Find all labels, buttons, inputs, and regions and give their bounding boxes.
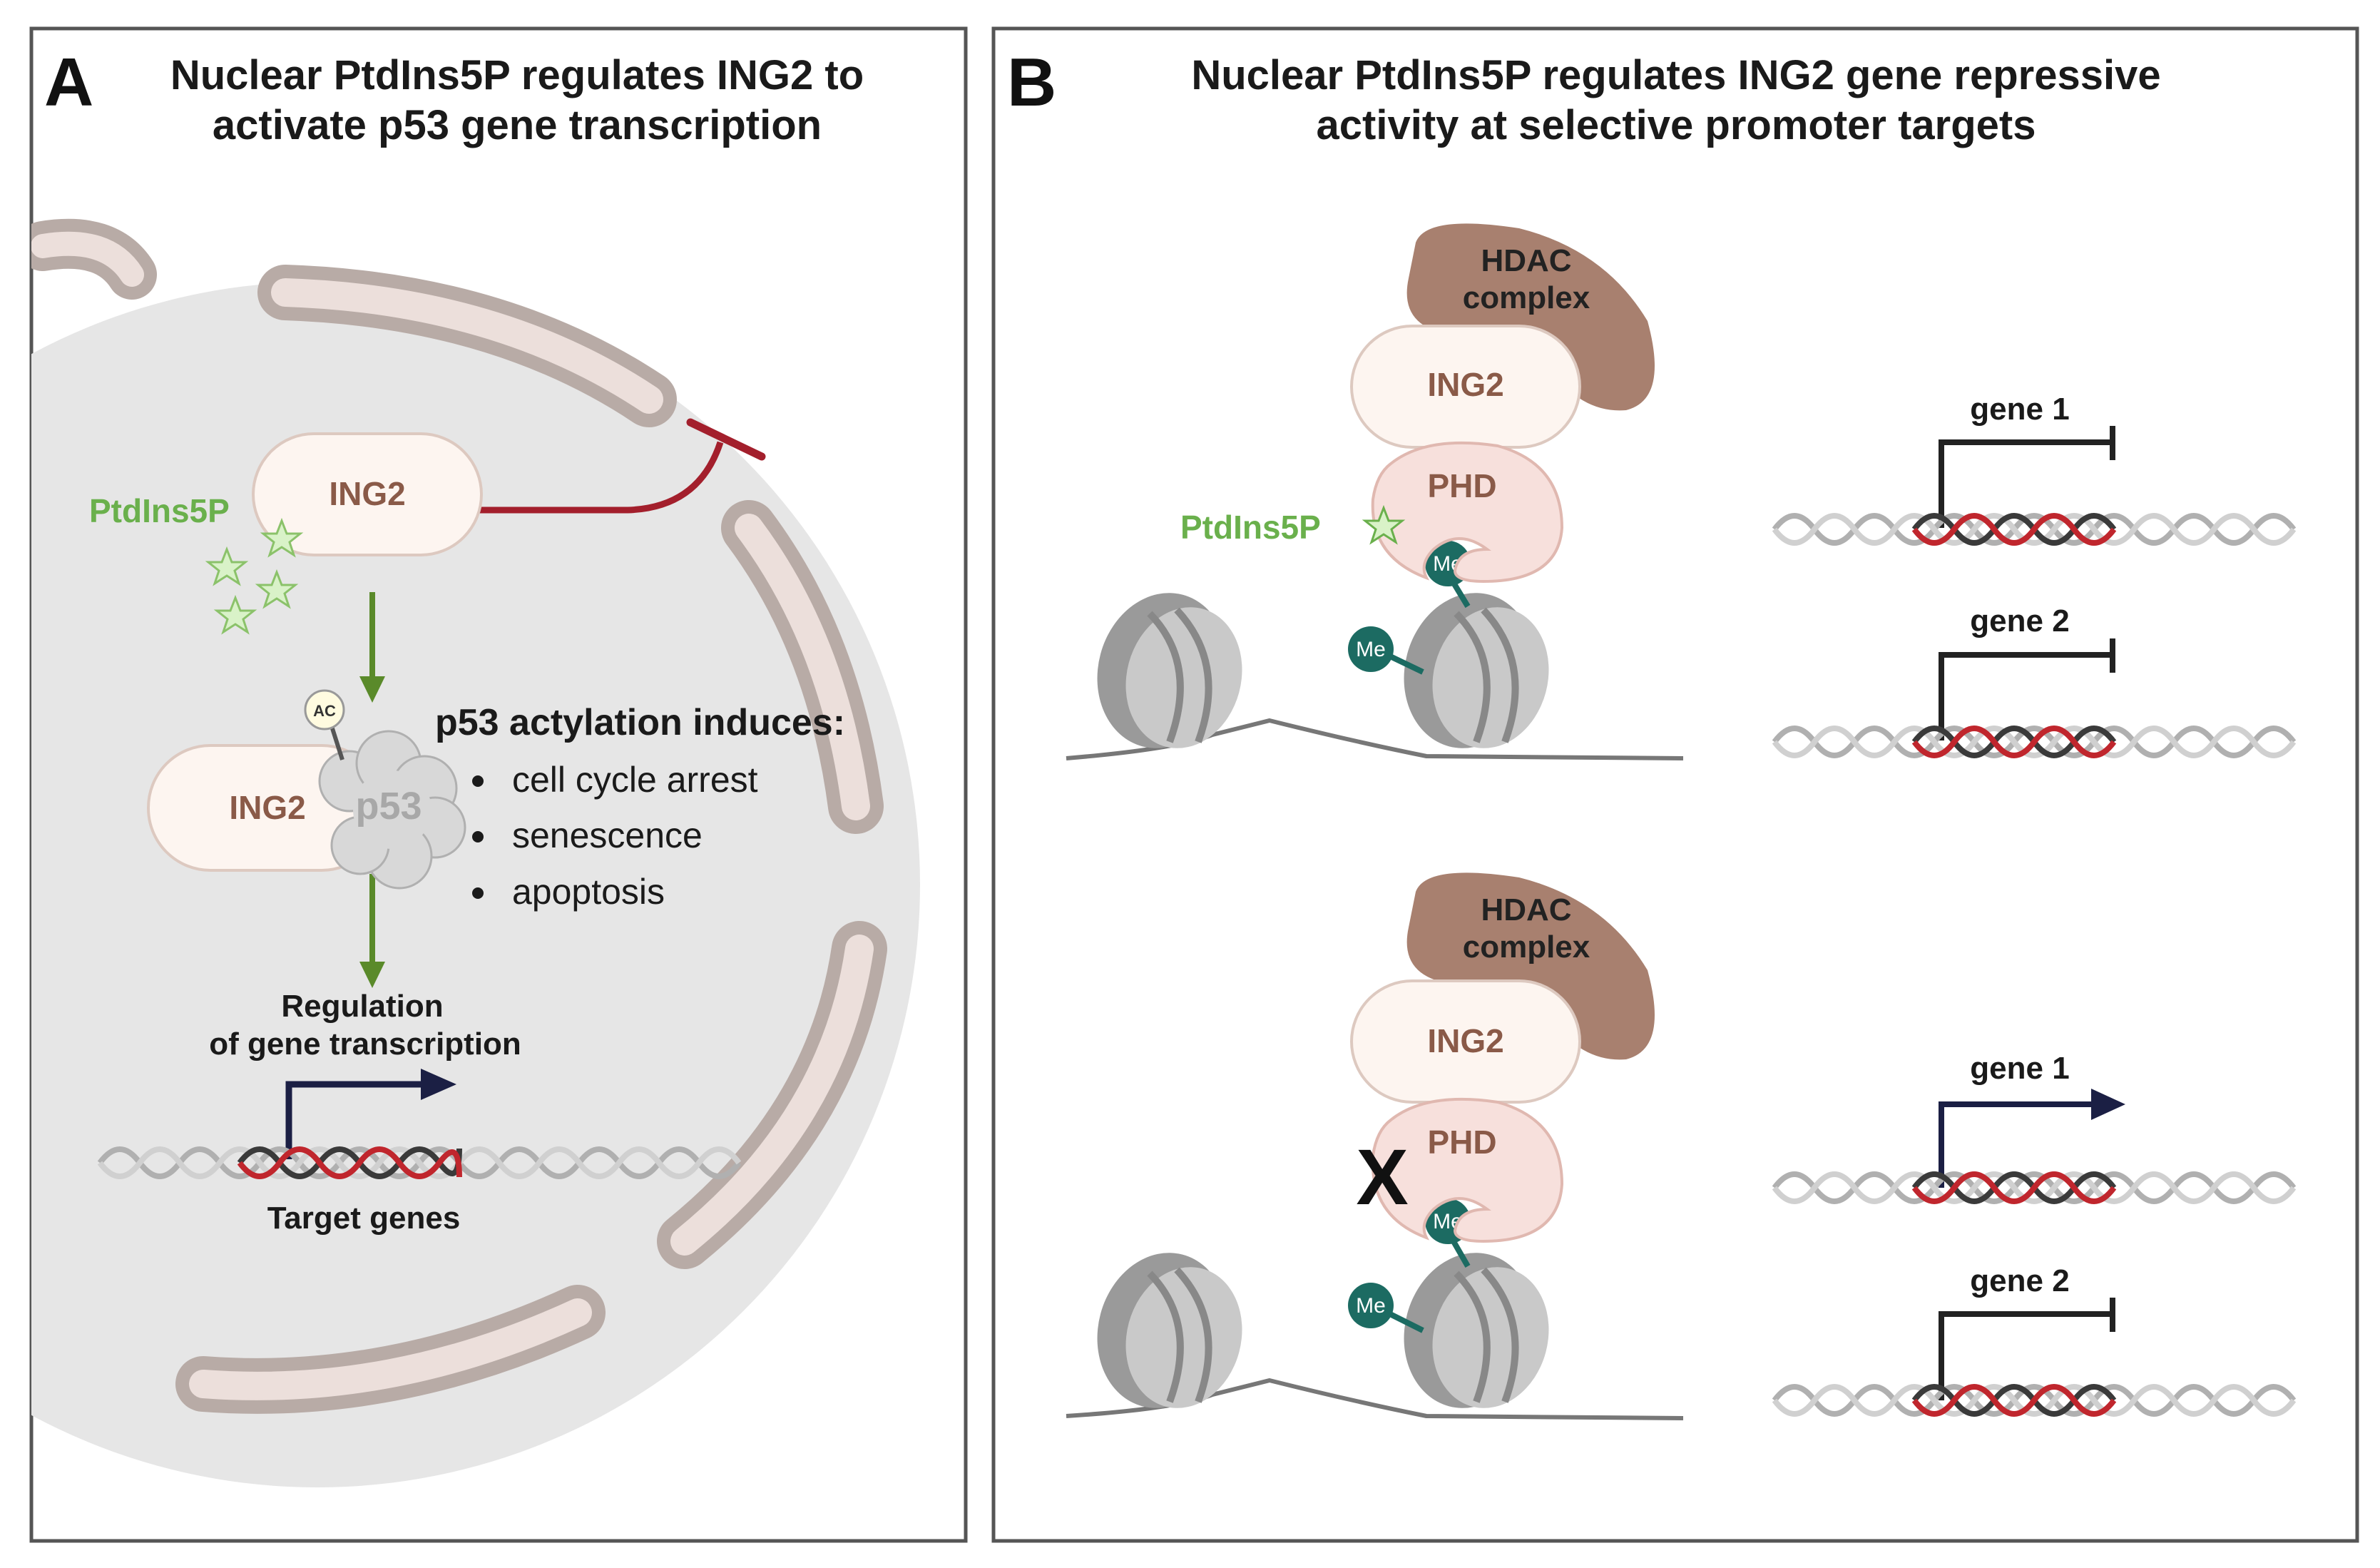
nucleosome-top-1	[1097, 593, 1242, 748]
hdac-complex-bottom	[1406, 872, 1655, 1060]
transcription-arrow	[285, 1069, 456, 1159]
gene-1-label-bottom: gene 1	[1970, 1051, 2069, 1086]
effects-list: cell cycle arrest senescence apoptosis	[472, 760, 758, 912]
ing2-label-top: ING2	[329, 475, 405, 512]
blocked-mark: X	[1356, 1134, 1408, 1221]
p53-protein	[318, 730, 466, 890]
panel-b-letter: B	[1007, 44, 1056, 121]
nucleosome-bottom-2	[1404, 1253, 1549, 1408]
inhibition-line	[471, 441, 724, 514]
panel-a-title-line1: Nuclear PtdIns5P regulates ING2 to	[170, 52, 864, 98]
regulation-label-line2: of gene transcription	[209, 1027, 521, 1062]
acetyl-tag	[304, 689, 345, 730]
panel-b-title-line2: activity at selective promoter targets	[1317, 102, 2036, 148]
effect-item: cell cycle arrest	[512, 760, 758, 800]
gene-2-label-bottom: gene 2	[1970, 1263, 2069, 1298]
effect-item: apoptosis	[512, 872, 665, 912]
scenario-bottom: Me Me HDAC complex ING2 PHD X gene 1 gen…	[1066, 872, 2297, 1420]
panel-a-letter: A	[44, 44, 93, 121]
dna-helix-a	[97, 1146, 742, 1179]
phd-label-top: PHD	[1427, 467, 1496, 504]
nuclear-envelope	[31, 218, 887, 1414]
nucleus-scene: ING2 PtdIns5P ING2 p53	[31, 218, 920, 1487]
gene-2-bottom: gene 2	[1772, 1263, 2297, 1417]
ing2-label-b-bottom: ING2	[1427, 1022, 1503, 1059]
effect-item: senescence	[512, 815, 703, 855]
gene-1-bottom: gene 1	[1772, 1051, 2297, 1204]
nucleosome-bottom-1	[1097, 1253, 1242, 1408]
gene-2-label-top: gene 2	[1970, 604, 2069, 638]
phd-label-bottom: PHD	[1427, 1124, 1496, 1161]
methyl-mark-top-2	[1348, 626, 1394, 672]
hdac-complex-top	[1406, 223, 1655, 411]
phd-domain-bottom	[1371, 1097, 1564, 1243]
ptdins5p-label-b: PtdIns5P	[1180, 509, 1321, 546]
nucleus	[31, 282, 920, 1487]
nucleosome-top-2	[1404, 593, 1549, 748]
hdac-label-top-2: complex	[1463, 280, 1590, 315]
regulation-label-line1: Regulation	[281, 989, 443, 1024]
panel-a-title-line2: activate p53 gene transcription	[213, 102, 822, 148]
methyl-mark-bottom-2	[1348, 1283, 1394, 1328]
ptdins5p-star-icon	[1362, 504, 1406, 545]
linker-dna-bottom	[1066, 1378, 1684, 1420]
gene-1-label-top: gene 1	[1970, 392, 2069, 427]
scenario-top: Me Me HDAC complex ING2 PHD PtdIns5P gen…	[1066, 223, 2297, 760]
hdac-label-top-1: HDAC	[1481, 243, 1571, 278]
inhibition-bar	[686, 418, 766, 461]
hdac-label-bottom-1: HDAC	[1481, 892, 1571, 927]
methyl-label-bottom-2: Me	[1356, 1294, 1386, 1318]
ing2-label-b-top: ING2	[1427, 366, 1503, 403]
acetyl-tag-label: AC	[313, 702, 336, 720]
gene-1-active-arrowhead	[2091, 1089, 2125, 1120]
methyl-label-top-2: Me	[1356, 638, 1386, 661]
phd-domain-top	[1371, 441, 1564, 584]
effects-heading: p53 actylation induces:	[435, 702, 845, 743]
gene-2-top: gene 2	[1772, 604, 2297, 758]
p53-label: p53	[355, 785, 422, 828]
ptdins5p-label-a: PtdIns5P	[89, 492, 230, 529]
ac-stalk	[330, 726, 344, 760]
ptdins5p-star-icons	[205, 517, 304, 635]
activation-arrows	[359, 592, 385, 988]
panel-b-title-line1: Nuclear PtdIns5P regulates ING2 gene rep…	[1191, 52, 2160, 98]
target-genes-label: Target genes	[267, 1201, 461, 1236]
gene-1-top: gene 1	[1772, 392, 2297, 546]
ing2-label-bottom: ING2	[229, 789, 305, 826]
ing2-protein-top	[252, 432, 483, 556]
linker-dna-top	[1066, 718, 1684, 760]
hdac-label-bottom-2: complex	[1463, 930, 1590, 964]
